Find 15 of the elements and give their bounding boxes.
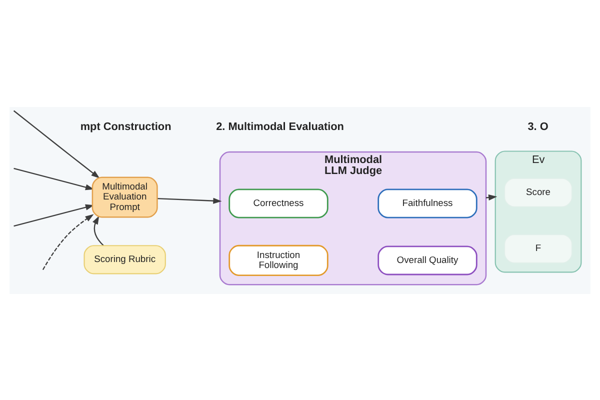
arrow bbox=[13, 110, 100, 178]
node-box: Scoring Rubric bbox=[84, 244, 166, 274]
label: 2. Multimodal Evaluation bbox=[216, 120, 344, 132]
node-box: Faithfulness bbox=[378, 188, 478, 218]
node-box: Correctness bbox=[228, 188, 328, 218]
node-box: Instruction Following bbox=[228, 244, 328, 276]
arrow bbox=[92, 215, 104, 246]
label: 3. O bbox=[528, 120, 548, 132]
arrow bbox=[14, 167, 94, 190]
arrow bbox=[42, 214, 94, 270]
node-box: Multimodal Evaluation Prompt bbox=[92, 176, 158, 218]
node-box: Overall Quality bbox=[378, 245, 478, 275]
label: mpt Construction bbox=[80, 120, 172, 132]
arrow bbox=[157, 197, 222, 204]
arrow bbox=[14, 204, 94, 226]
